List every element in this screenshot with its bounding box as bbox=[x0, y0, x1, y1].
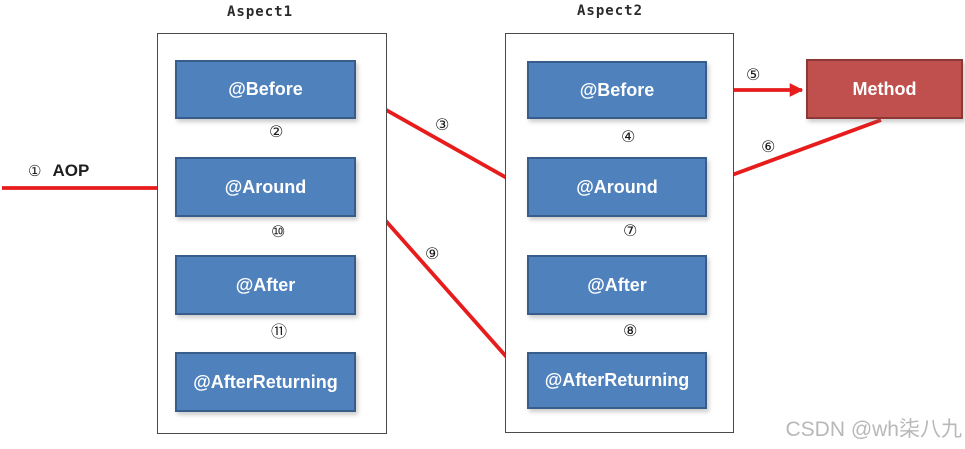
aspect2-after-box: @After bbox=[527, 255, 707, 315]
aspect2-around-box: @Around bbox=[527, 157, 707, 217]
aspect1-before-box: @Before bbox=[175, 60, 356, 119]
entry-aop-text: AOP bbox=[52, 161, 90, 180]
aspect1-title: Aspect1 bbox=[227, 4, 294, 20]
aspect1-afterreturning-box: @AfterReturning bbox=[175, 352, 356, 412]
arrow-3-number: ③ bbox=[435, 115, 450, 134]
aspect1-around-box: @Around bbox=[175, 157, 356, 217]
method-box: Method bbox=[806, 59, 963, 119]
aspect1-after-box: @After bbox=[175, 255, 356, 315]
arrow-6-number: ⑥ bbox=[761, 137, 776, 156]
arrow-7-number: ⑦ bbox=[623, 221, 638, 240]
aspect2-title: Aspect2 bbox=[577, 3, 644, 19]
arrow-4-number: ④ bbox=[621, 127, 636, 146]
arrow-11-number: ⑪ bbox=[271, 322, 288, 341]
arrow-10-number: ⑩ bbox=[271, 222, 286, 241]
arrow-1-number: ① bbox=[28, 162, 42, 180]
arrow-8-number: ⑧ bbox=[623, 321, 638, 340]
entry-aop-label: ① AOP bbox=[28, 161, 89, 181]
aspect2-before-box: @Before bbox=[527, 61, 707, 119]
aspect2-afterreturning-box: @AfterReturning bbox=[527, 352, 707, 409]
arrow-6-method-to-around2 bbox=[711, 118, 882, 185]
arrow-9-number: ⑨ bbox=[425, 244, 440, 263]
csdn-watermark: CSDN @wh柒八九 bbox=[785, 418, 962, 441]
arrow-5-number: ⑤ bbox=[746, 65, 761, 84]
arrow-2-number: ② bbox=[269, 122, 284, 141]
